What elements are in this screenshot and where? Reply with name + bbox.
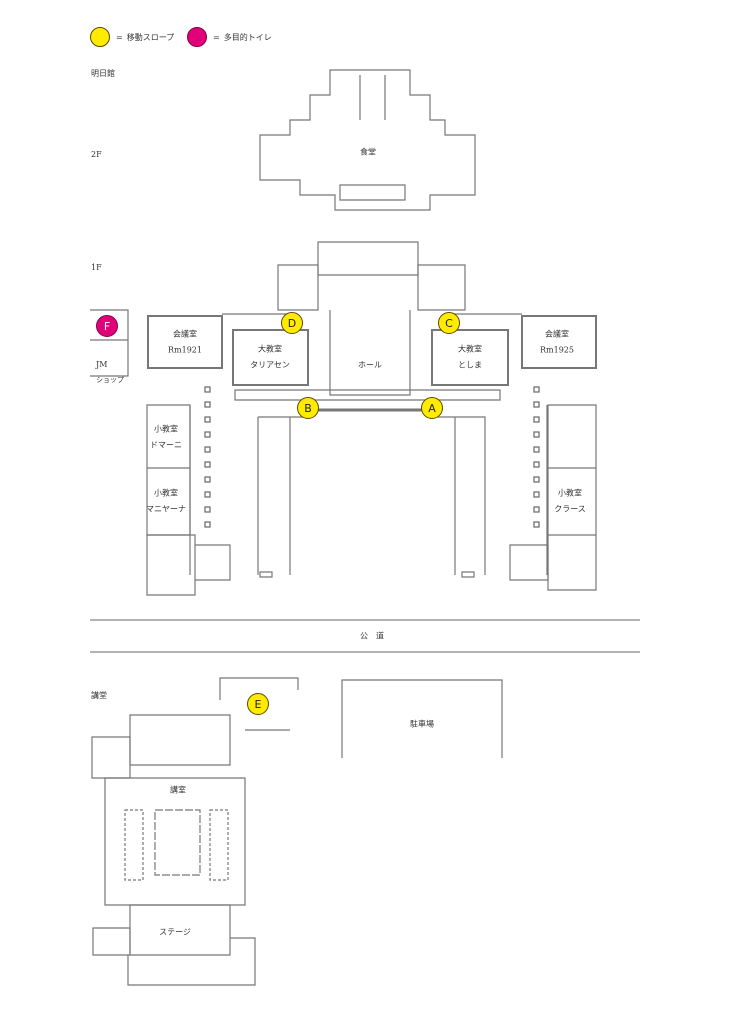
toilet-marker-f: F: [96, 315, 118, 337]
room-meeting-right-name: 会議室: [545, 329, 569, 339]
road-lines: [90, 619, 640, 653]
legend-equals: =: [116, 32, 123, 42]
room-class-right-name: 大教室: [458, 344, 482, 354]
room-class-right-sub: としま: [458, 360, 482, 370]
room-meeting-left-sub: Rm1921: [168, 345, 202, 355]
section-auditorium: 講堂: [91, 691, 107, 700]
room-shop-name: JM: [96, 360, 108, 369]
room-hall: ホール: [358, 360, 382, 370]
legend-ramp: = 移動スロープ: [90, 27, 174, 47]
legend-toilet-label: 多目的トイレ: [223, 32, 272, 42]
ramp-marker-e: E: [247, 693, 269, 715]
room-small2-sub: マニヤーナ: [146, 504, 186, 514]
room-meeting-left-name: 会議室: [173, 329, 197, 339]
ramp-marker-a: A: [421, 397, 443, 419]
floor2-outline: [259, 69, 476, 211]
road-label: 公 道: [360, 631, 384, 641]
lecture-room-label: 講室: [170, 785, 186, 795]
ramp-marker-b: B: [297, 397, 319, 419]
room-class-left-sub: タリアセン: [250, 360, 290, 370]
floor1-outline: [90, 241, 597, 596]
column-markers: [204, 386, 540, 528]
room-small3-name: 小教室: [558, 488, 582, 498]
parking-label: 駐車場: [410, 719, 434, 729]
room-small1-sub: ドマーニ: [150, 440, 182, 450]
room-shop-sub: ショップ: [96, 376, 124, 384]
ramp-marker-c: C: [438, 312, 460, 334]
legend-toilet: = 多目的トイレ: [187, 27, 272, 47]
stage-label: ステージ: [159, 927, 191, 937]
legend-equals: =: [213, 32, 220, 42]
section-1f: 1F: [91, 263, 102, 272]
legend-ramp-label: 移動スロープ: [126, 32, 175, 42]
toilet-legend-icon: [187, 27, 207, 47]
room-small3-sub: クラース: [554, 504, 586, 514]
room-small2-name: 小教室: [154, 488, 178, 498]
parking-outline: [341, 679, 503, 758]
section-main-building: 明日館: [91, 69, 115, 78]
ramp-marker-d: D: [281, 312, 303, 334]
room-small1-name: 小教室: [154, 424, 178, 434]
auditorium-outline: [91, 677, 299, 986]
room-class-left-name: 大教室: [258, 344, 282, 354]
ramp-legend-icon: [90, 27, 110, 47]
room-dining: 食堂: [360, 147, 376, 157]
room-meeting-right-sub: Rm1925: [540, 345, 574, 355]
section-2f: 2F: [91, 150, 102, 159]
